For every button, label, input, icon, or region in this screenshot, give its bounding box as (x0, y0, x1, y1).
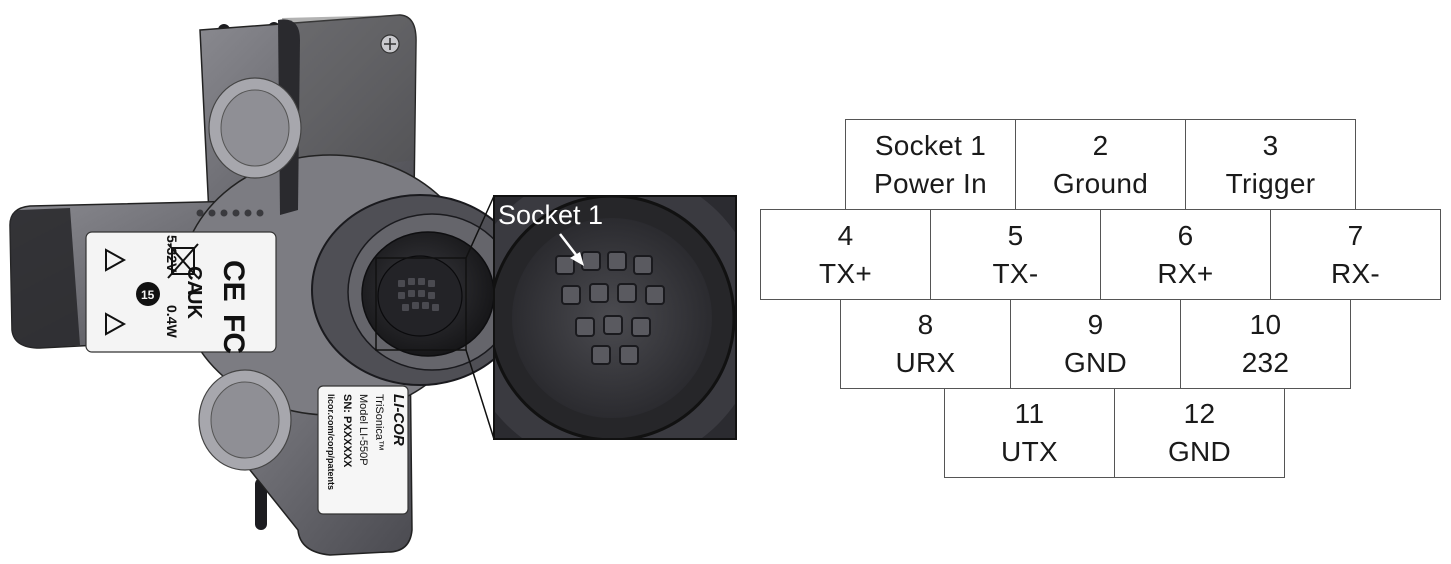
brand-text: LI-COR (390, 394, 407, 446)
warning-triangle-icon (105, 248, 127, 272)
pin-number: 2 (1092, 129, 1109, 161)
pin-cell-10: 10 232 (1180, 299, 1351, 389)
product-label: LI-COR TriSonica™ Model LI-550P SN: PXXX… (317, 385, 409, 515)
power-rating: 0.4W (164, 305, 180, 338)
pin-signal: TX+ (818, 257, 873, 289)
caution-triangle-icon (105, 312, 127, 336)
pin-signal: URX (895, 347, 956, 378)
product-name: TriSonica™ (373, 394, 385, 451)
socket-zoom-inset (494, 196, 736, 439)
pin-signal: Trigger (1225, 167, 1316, 199)
pin-number: 9 (1087, 309, 1104, 340)
socket-callout-label: Socket 1 (498, 200, 603, 230)
pin-number: 11 (1014, 398, 1045, 429)
pin-signal: TX- (992, 257, 1039, 289)
pin-cell-11: 11 UTX (944, 388, 1115, 478)
pin-cell-12: 12 GND (1114, 388, 1285, 478)
pin-number: 6 (1177, 219, 1194, 251)
regulatory-label: 5-32V 0.4W 15 CE FC UK CA (85, 231, 277, 354)
ce-mark: CE (217, 260, 250, 302)
zoom-leader-top (465, 195, 495, 259)
pin-cell-6: 6 RX+ (1100, 209, 1271, 300)
rohs-icon: 15 (136, 282, 160, 306)
weee-bin-icon (167, 243, 199, 279)
ukca-mark-top: UK (183, 290, 205, 319)
pin-number: 10 (1249, 309, 1282, 340)
pin-cell-2: 2 Ground (1015, 119, 1186, 210)
pin-cell-1: Socket 1 Power In (845, 119, 1016, 210)
pin-number: 4 (837, 219, 854, 251)
pin-cell-3: 3 Trigger (1185, 119, 1356, 210)
pin-signal: UTX (1001, 436, 1058, 467)
pin-number: 12 (1183, 398, 1216, 429)
pin-signal: Ground (1052, 167, 1149, 199)
pin-signal: RX+ (1157, 257, 1214, 289)
zoom-leader-bottom (465, 349, 495, 440)
pin-cell-4: 4 TX+ (760, 209, 931, 300)
pin-signal: GND (1063, 347, 1128, 378)
connector-housing (311, 194, 529, 386)
pin-cell-5: 5 TX- (930, 209, 1101, 300)
pin-cell-7: 7 RX- (1270, 209, 1441, 300)
zoom-inset-frame (493, 195, 737, 440)
pin-number: 3 (1262, 129, 1279, 161)
pin-number: Socket 1 (874, 129, 987, 161)
pin-signal: RX- (1330, 257, 1381, 289)
patents-url: licor.com/corp/patents (326, 394, 336, 490)
pin-number: 5 (1007, 219, 1024, 251)
serial-text: SN: PXXXXXX (341, 394, 353, 468)
pin-number: 7 (1347, 219, 1364, 251)
pin-cell-8: 8 URX (840, 299, 1011, 389)
rohs-number: 15 (141, 288, 155, 302)
zoom-source-box (375, 257, 467, 351)
callout-arrow-icon (559, 233, 584, 266)
fc-mark: FC (217, 314, 250, 354)
pin-signal: Power In (874, 167, 987, 199)
pin-signal: 232 (1241, 347, 1290, 378)
pin-cell-9: 9 GND (1010, 299, 1181, 389)
pin-signal: GND (1167, 436, 1232, 467)
ukca-mark-bottom: CA (183, 266, 205, 295)
pin-number: 8 (917, 309, 934, 340)
model-text: Model LI-550P (357, 394, 369, 466)
device-illustration: 5-32V 0.4W 15 CE FC UK CA LI-COR TriSoni… (9, 14, 737, 556)
